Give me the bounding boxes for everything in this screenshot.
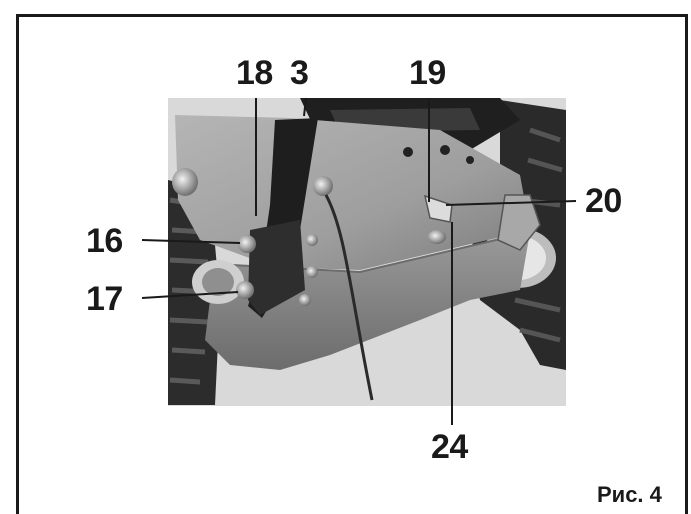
callout-24: 24: [431, 428, 468, 466]
figure-caption: Рис. 4: [597, 482, 662, 507]
callout-19: 19: [409, 54, 446, 92]
callout-17: 17: [86, 280, 123, 318]
callout-3: 3: [290, 54, 309, 92]
callout-16: 16: [86, 222, 123, 260]
callout-18: 18: [236, 54, 273, 92]
callout-20: 20: [585, 182, 622, 220]
figure-frame: [16, 14, 688, 514]
